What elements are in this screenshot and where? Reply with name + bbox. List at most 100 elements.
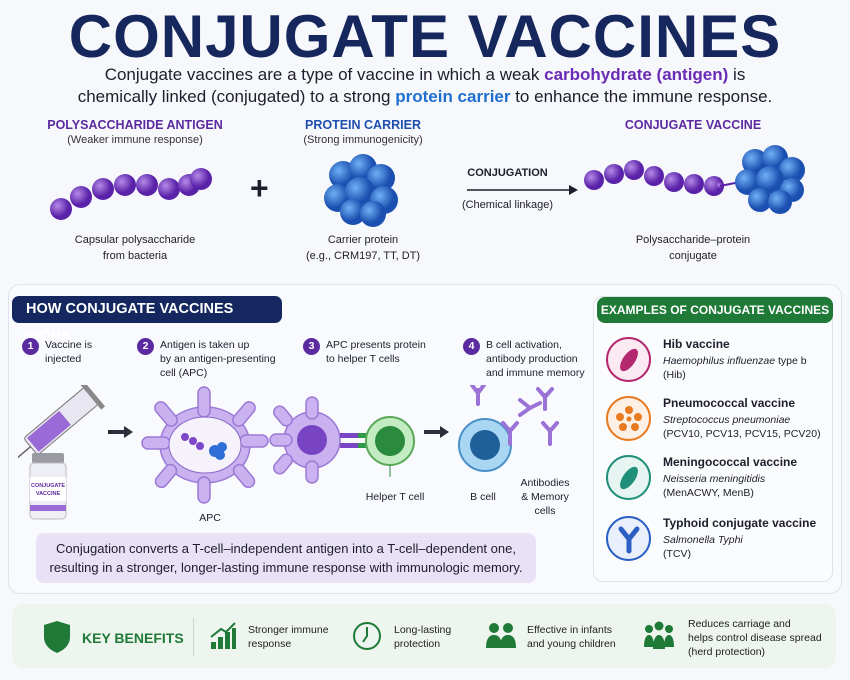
step-text: APC presents protein — [326, 339, 426, 351]
benefit-long-lasting: Long-lasting protection — [394, 623, 451, 651]
caption-line: Carrier protein — [327, 234, 399, 246]
conjugation-sub: (Chemical linkage) — [461, 199, 554, 211]
subtitle-text: Conjugate vaccines are a type of vaccine… — [104, 65, 545, 84]
how-it-works-title: HOW CONJUGATE VACCINES WORK — [12, 296, 282, 344]
subtitle-text: chemically linked (conjugated) to a stro… — [77, 87, 396, 106]
step-4: 4 B cell activation, antibody production an… — [463, 338, 585, 380]
label-line: Antibodies — [520, 477, 570, 489]
example-name: Pneumococcal vaccine — [663, 396, 796, 410]
benefit-text: and young children — [527, 638, 616, 650]
label-line: cells — [534, 505, 556, 517]
example-organism: Salmonella Typhi — [663, 534, 743, 546]
step-text: by an antigen-presenting — [160, 353, 276, 365]
b-cell-label: B cell — [470, 491, 496, 503]
example-organism-extra: type b — [775, 355, 807, 367]
step-number: 1 — [22, 338, 39, 355]
step-text: cell (APC) — [160, 367, 208, 379]
bacterium-rod-icon — [606, 455, 651, 500]
example-types: (Hib) — [663, 369, 686, 381]
example-types: (TCV) — [663, 548, 691, 560]
step-text: injected — [45, 353, 82, 365]
conjugation-label: CONJUGATION — [467, 167, 548, 179]
antibody-icon — [606, 516, 651, 561]
people-icon — [486, 623, 516, 648]
protein-carrier-icon — [324, 154, 398, 227]
cocci-icon — [606, 396, 651, 441]
polysaccharide-sub: (Weaker immune response) — [67, 134, 203, 146]
note-line: Conjugation converts a T-cell–independen… — [56, 541, 516, 556]
step-1: 1 Vaccine is injected — [22, 338, 92, 366]
apc-cell-icon — [141, 386, 269, 504]
protein-highlight: protein carrier — [395, 87, 511, 106]
step-text: to helper T cells — [326, 353, 400, 365]
conjugate-vaccine-icon — [584, 145, 805, 214]
apc-helper-t-cell-icon — [269, 396, 415, 484]
arrow-right-icon — [108, 426, 133, 438]
step-3: 3 APC presents protein to helper T cells — [303, 338, 426, 366]
benefit-text: (herd protection) — [688, 646, 766, 658]
benefit-text: response — [248, 638, 292, 650]
example-name: Meningococcal vaccine — [663, 455, 798, 469]
caption-line: (e.g., CRM197, TT, DT) — [305, 250, 421, 262]
bacterium-rod-icon — [606, 337, 651, 382]
divider — [193, 618, 194, 656]
caption-line: Polysaccharide–protein — [635, 234, 751, 246]
step-number: 2 — [137, 338, 154, 355]
page-title: CONJUGATE VACCINES — [68, 3, 782, 70]
community-icon — [644, 621, 674, 649]
step-number: 3 — [303, 338, 320, 355]
benefit-text: Reduces carriage and — [688, 618, 791, 630]
step-text: Antigen is taken up — [160, 339, 250, 351]
benefit-text: Long-lasting — [394, 624, 452, 636]
conjugation-note: Conjugation converts a T-cell–independen… — [36, 533, 536, 583]
subtitle-text: to enhance the immune response. — [510, 87, 773, 106]
label-line: & Memory — [521, 491, 569, 503]
clock-icon — [353, 622, 381, 650]
vial-label: CONJUGATE — [31, 483, 65, 489]
step-text: Vaccine is — [45, 339, 93, 351]
benefit-herd: Reduces carriage and helps control diseas… — [688, 617, 822, 659]
step-text: antibody production — [486, 353, 578, 365]
benefit-infants: Effective in infants and young children — [527, 623, 616, 651]
key-benefits-bar — [12, 604, 836, 668]
note-line: resulting in a stronger, longer-lasting … — [49, 560, 523, 575]
step-number: 4 — [463, 338, 480, 355]
example-name: Hib vaccine — [663, 337, 730, 351]
example-organism: Streptococcus pneumoniae — [663, 414, 791, 426]
plus-sign: + — [250, 170, 269, 206]
syringe-vial-icon: CONJUGATE VACCINE — [18, 385, 106, 520]
step-text: and immune memory — [486, 367, 585, 379]
polysaccharide-heading: POLYSACCHARIDE ANTIGEN — [47, 118, 223, 132]
protein-heading: PROTEIN CARRIER — [305, 118, 421, 132]
arrow-right-icon — [467, 185, 578, 195]
benefit-text: protection — [394, 638, 441, 650]
benefit-text: Stronger immune — [248, 624, 329, 636]
example-types: (MenACWY, MenB) — [663, 487, 754, 499]
example-types: (PCV10, PCV13, PCV15, PCV20) — [663, 428, 821, 440]
benefit-text: helps control disease spread — [688, 632, 822, 644]
benefit-stronger: Stronger immune response — [248, 623, 329, 651]
protein-sub: (Strong immunogenicity) — [303, 134, 423, 146]
antibodies-label: Antibodies & Memory cells — [515, 476, 575, 518]
carbohydrate-highlight: carbohydrate (antigen) — [544, 65, 729, 84]
example-organism: Neisseria meningitidis — [663, 473, 766, 485]
subtitle-text: is — [728, 65, 746, 84]
step-text: B cell activation, — [486, 339, 562, 351]
caption-line: from bacteria — [102, 250, 168, 262]
conjugate-heading: CONJUGATE VACCINE — [624, 118, 762, 132]
growth-chart-icon — [210, 622, 236, 649]
polysaccharide-chain-icon — [50, 168, 212, 220]
example-name: Typhoid conjugate vaccine — [663, 516, 817, 530]
example-organism: Haemophilus influenzae — [663, 355, 776, 367]
vial-label: VACCINE — [36, 491, 61, 497]
protein-caption: Carrier protein (e.g., CRM197, TT, DT) — [253, 232, 473, 264]
arrow-right-icon — [424, 426, 449, 438]
benefit-text: Effective in infants — [527, 624, 613, 636]
caption-line: Capsular polysaccharide — [74, 234, 196, 246]
key-benefits-title: KEY BENEFITS — [82, 630, 184, 646]
polysaccharide-caption: Capsular polysaccharide from bacteria — [25, 232, 245, 264]
subtitle: Conjugate vaccines are a type of vaccine… — [0, 64, 850, 108]
